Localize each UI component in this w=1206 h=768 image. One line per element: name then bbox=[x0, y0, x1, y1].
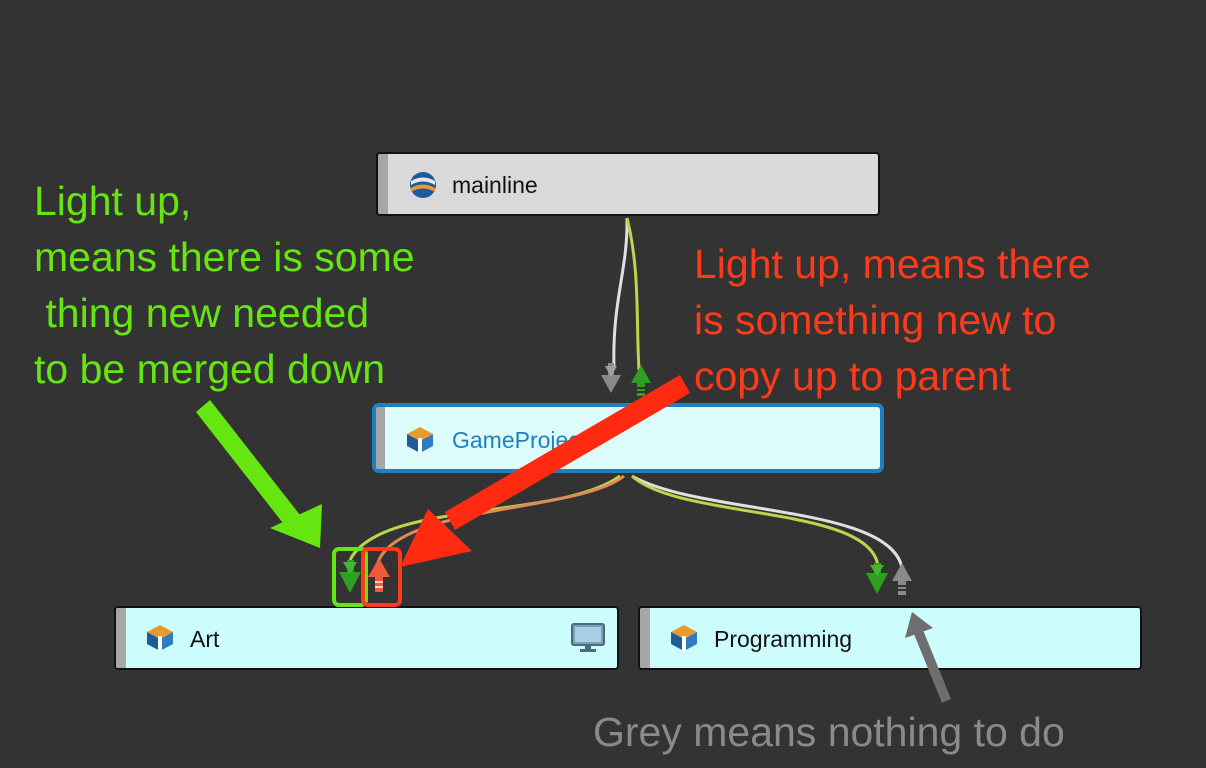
merge-down-annotation: Light up, means there is some thing new … bbox=[34, 178, 415, 392]
stream-node-art[interactable]: Art bbox=[114, 606, 619, 670]
node-label: mainline bbox=[452, 172, 538, 198]
node-grip bbox=[116, 608, 126, 668]
copy-up-arrow-icon[interactable] bbox=[368, 558, 390, 592]
node-label: Art bbox=[190, 626, 220, 652]
merge-down-highlight-box bbox=[332, 547, 368, 607]
grey-callout-arrow bbox=[905, 612, 951, 703]
stream-cube-icon bbox=[407, 427, 433, 453]
node-grip bbox=[640, 608, 650, 668]
link-mainline-game-grey bbox=[612, 217, 629, 369]
merge-down-arrow-icon[interactable] bbox=[339, 560, 361, 593]
copy-up-arrow-icon[interactable] bbox=[892, 563, 912, 595]
copy-up-arrow-icon[interactable] bbox=[631, 365, 651, 396]
link-mainline-game-green bbox=[625, 217, 641, 371]
red-callout-arrow bbox=[400, 375, 690, 567]
node-grip bbox=[376, 407, 385, 469]
link-game-prog-green bbox=[630, 474, 880, 567]
merge-down-arrow-icon[interactable] bbox=[866, 563, 888, 594]
monitor-icon bbox=[571, 623, 605, 652]
stream-cube-icon bbox=[147, 625, 173, 651]
stream-node-programming[interactable]: Programming bbox=[638, 606, 1142, 670]
node-grip bbox=[378, 154, 388, 214]
grey-annotation: Grey means nothing to do bbox=[593, 709, 1065, 755]
node-label: Programming bbox=[714, 626, 853, 652]
copy-up-highlight-box bbox=[361, 547, 402, 607]
copy-up-annotation: Light up, means there is something new t… bbox=[694, 241, 1091, 399]
merge-down-arrow-icon[interactable] bbox=[601, 363, 621, 393]
stream-cube-icon bbox=[671, 625, 697, 651]
stream-logo-icon bbox=[410, 172, 436, 198]
green-callout-arrow bbox=[196, 400, 322, 548]
stream-node-mainline[interactable]: mainline bbox=[376, 152, 880, 216]
link-game-art-orange bbox=[376, 474, 625, 563]
link-game-prog-white bbox=[631, 474, 904, 569]
